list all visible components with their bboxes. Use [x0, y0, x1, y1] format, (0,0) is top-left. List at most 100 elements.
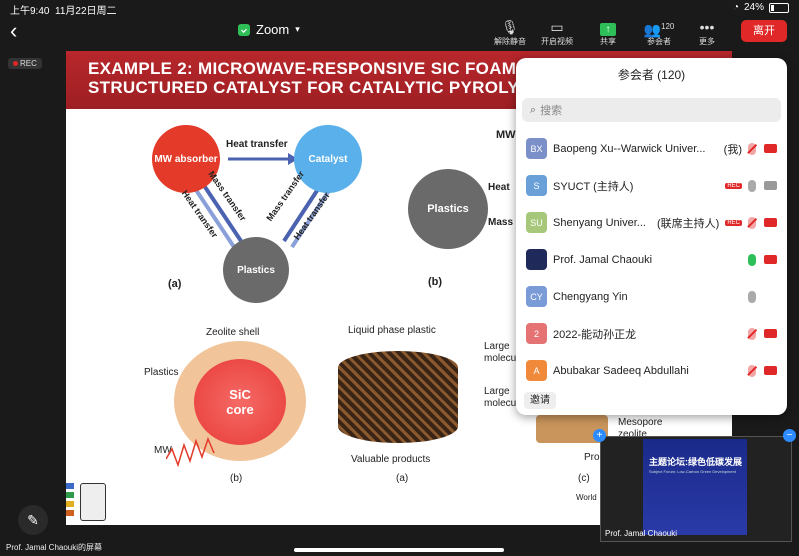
recording-badge: REC [725, 182, 742, 189]
search-input[interactable]: ⌕ 搜索 [522, 98, 781, 122]
thumbnail-subtitle: Subject Forum: Low-Carbon Green Developm… [649, 469, 736, 474]
participant-row[interactable]: A Abubakar Sadeeq Abdullahi [516, 352, 787, 389]
battery-percent: 24% [743, 2, 764, 13]
camera-off-icon [764, 366, 777, 375]
avatar: BX [526, 138, 547, 159]
wifi-icon: ◔ [732, 2, 739, 13]
avatar [526, 249, 547, 270]
slide-title: EXAMPLE 2: MICROWAVE-RESPONSIVE SIC FOAM… [88, 59, 544, 97]
camera-off-icon [764, 255, 777, 264]
home-indicator[interactable] [294, 548, 504, 552]
camera-icon [764, 181, 777, 190]
mic-icon [748, 290, 756, 303]
catalyst-node: Catalyst [294, 125, 362, 193]
meeting-toolbar: ‹ Zoom ▾ 🎙 解除静音 ▭ 开启视频 ↑ 共享 👥120 参会者 •••… [0, 16, 799, 50]
participant-role: (联席主持人) [657, 217, 720, 230]
status-bar: 上午9:40 11月22日周二 ◔ 24% [0, 0, 799, 17]
participants-icon: 👥 [643, 21, 662, 38]
recording-indicator: REC [8, 58, 42, 69]
mic-muted-icon [748, 327, 756, 340]
share-button[interactable]: ↑ 共享 [600, 23, 616, 46]
color-bar [66, 510, 74, 516]
participant-row[interactable]: S SYUCT (主持人) REC [516, 167, 787, 204]
camera-off-icon: ▭ [550, 19, 564, 35]
participant-role: (我) [723, 143, 742, 156]
search-icon: ⌕ [530, 103, 537, 116]
more-button[interactable]: ••• 更多 [685, 18, 729, 47]
color-bar [66, 483, 74, 489]
thumbnail-name: Prof. Jamal Chaouki [605, 529, 678, 538]
products-label: Pro [584, 452, 600, 463]
heat-mass-transfer-diagram [192, 153, 332, 249]
plastics-node: Plastics [223, 237, 289, 303]
participant-name: Abubakar Sadeeq Abdullahi [553, 364, 689, 377]
liquid-phase-label: Liquid phase plastic [348, 325, 436, 336]
pencil-icon: ✎ [27, 512, 39, 528]
color-bar [66, 492, 74, 498]
plastics-node: Plastics [408, 169, 488, 249]
zeolite-shell-label: Zeolite shell [206, 327, 260, 338]
camera-off-icon [764, 329, 777, 338]
participant-name: Chengyang Yin [553, 290, 628, 303]
camera-off-icon [764, 218, 777, 227]
avatar: 2 [526, 323, 547, 344]
mw-absorber-node: MW absorber [152, 125, 220, 193]
panel-label: (c) [578, 473, 590, 484]
foam-cylinder [338, 351, 458, 443]
status-time: 上午9:40 11月22日周二 [10, 6, 117, 17]
mic-muted-icon [748, 364, 756, 377]
participant-name: SYUCT (主持人) [553, 180, 634, 193]
more-icon: ••• [699, 19, 715, 35]
video-thumbnail[interactable]: 主题论坛:绿色低碳发展 Subject Forum: Low-Carbon Gr… [593, 429, 796, 542]
panel-label: (a) [168, 278, 182, 290]
participant-name: 2022-能动孙正龙 [553, 328, 637, 341]
battery-icon [769, 2, 789, 13]
mic-icon [748, 179, 756, 192]
mic-muted-icon [748, 142, 756, 155]
participant-row[interactable]: Prof. Jamal Chaouki [516, 241, 787, 278]
unmute-button[interactable]: 🎙 解除静音 [488, 18, 532, 47]
minimize-icon[interactable]: − [783, 429, 796, 442]
shield-icon [238, 23, 250, 36]
invite-button[interactable]: 邀请 [524, 392, 556, 409]
expand-icon[interactable]: + [593, 429, 606, 442]
valuable-products-label: Valuable products [351, 454, 431, 465]
recording-badge: REC [725, 219, 742, 226]
participant-row[interactable]: 2 2022-能动孙正龙 [516, 315, 787, 352]
mass-label: Mass [488, 217, 514, 228]
mw-label: MW [154, 445, 172, 456]
share-icon: ↑ [600, 23, 616, 36]
status-right: ◔ 24% [733, 2, 789, 13]
avatar: S [526, 175, 547, 196]
panel-label: (b) [230, 473, 243, 484]
heat-transfer-label: Heat transfer [226, 139, 288, 150]
mw-label: MW [496, 129, 516, 141]
leave-button[interactable]: 离开 [741, 20, 787, 42]
chevron-down-icon: ▾ [295, 24, 300, 34]
start-video-button[interactable]: ▭ 开启视频 [535, 18, 579, 47]
meeting-title[interactable]: Zoom ▾ [238, 22, 300, 37]
plastics-label: Plastics [144, 367, 179, 378]
screen-share-caption: Prof. Jamal Chaouki的屏幕 [6, 543, 103, 552]
camera-off-icon [764, 144, 777, 153]
mic-muted-icon [748, 216, 756, 229]
heat-label: Heat [488, 182, 510, 193]
mic-muted-icon: 🎙 [501, 19, 519, 35]
panel-label: (b) [428, 276, 443, 288]
annotate-button[interactable]: ✎ [18, 505, 48, 535]
back-button[interactable]: ‹ [10, 18, 18, 43]
participants-button[interactable]: 👥120 参会者 [643, 21, 675, 46]
panel-label: (a) [396, 473, 409, 484]
avatar: A [526, 360, 547, 381]
avatar: SU [526, 212, 547, 233]
thumbnail-slide: 主题论坛:绿色低碳发展 Subject Forum: Low-Carbon Gr… [643, 439, 747, 535]
mic-icon [748, 253, 756, 266]
